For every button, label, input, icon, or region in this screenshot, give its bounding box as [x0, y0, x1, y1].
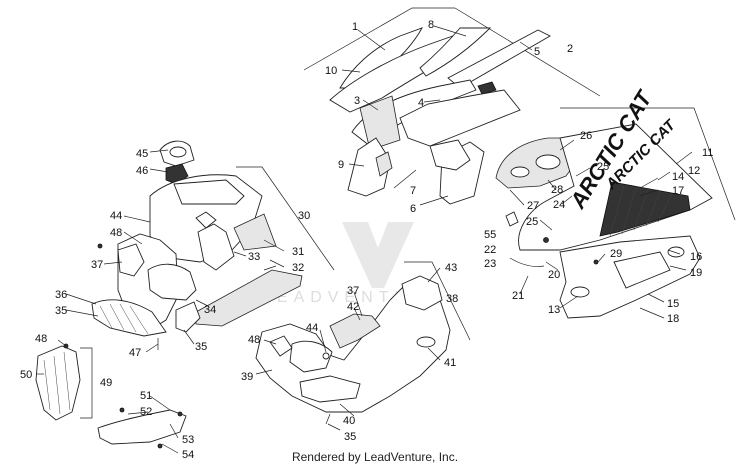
callout: 54 [182, 449, 194, 461]
callout: 21 [512, 290, 524, 302]
group-bracket-38 [404, 261, 471, 341]
callout: 30 [298, 210, 310, 222]
callout: 35 [344, 431, 356, 443]
callout: 34 [204, 304, 216, 316]
callout: 33 [248, 251, 260, 263]
callout: 43 [445, 262, 457, 274]
front-nose-assembly [65, 140, 303, 353]
callout: 23 [484, 258, 496, 270]
callout: 28 [551, 184, 563, 196]
callout: 51 [140, 390, 152, 402]
callout: 25 [597, 161, 609, 173]
callout: 40 [343, 415, 355, 427]
callout: 48 [35, 333, 47, 345]
callout: 37 [347, 285, 359, 297]
callout: 14 [672, 171, 684, 183]
callout: 13 [548, 304, 560, 316]
callout: 35 [55, 305, 67, 317]
callout: 11 [702, 147, 713, 159]
group-bracket-49 [80, 347, 93, 419]
callout: 7 [410, 185, 416, 197]
callout: 10 [325, 65, 337, 77]
group-bracket-11-12 [560, 107, 736, 221]
callout: 48 [110, 227, 122, 239]
group-bracket-30 [236, 166, 335, 271]
bellypan-assembly [255, 267, 451, 431]
callout: 25 [526, 216, 538, 228]
callout: 27 [527, 200, 539, 212]
callout: 49 [100, 377, 112, 389]
callout: 42 [347, 301, 359, 313]
callout: 39 [241, 371, 253, 383]
callout: 47 [129, 347, 141, 359]
callout: 38 [446, 293, 458, 305]
callout: 53 [182, 434, 194, 446]
callout: 37 [91, 259, 103, 271]
callout: 18 [667, 313, 679, 325]
callout: 12 [688, 165, 700, 177]
callout: 19 [690, 267, 702, 279]
callout: 36 [55, 289, 67, 301]
callout: 48 [248, 334, 260, 346]
callout: 35 [195, 341, 207, 353]
group-bracket-1-2 [303, 7, 601, 97]
callout: 22 [484, 244, 496, 256]
callout: 16 [690, 251, 702, 263]
callout: 52 [140, 406, 152, 418]
callout: 41 [444, 357, 456, 369]
callout: 46 [136, 165, 148, 177]
callout: 8 [428, 19, 434, 31]
callout: 50 [20, 369, 32, 381]
callout: 32 [292, 262, 304, 274]
callout: 3 [354, 95, 360, 107]
hood-assembly: ARCTIC CAT ARCTIC CAT [495, 85, 713, 319]
callout: 45 [136, 148, 148, 160]
lower-left-parts [35, 339, 187, 454]
callout: 24 [553, 199, 565, 211]
callout-labels: 1 2 3 4 5 6 7 8 9 10 11 12 13 14 15 16 1… [20, 19, 713, 461]
callout: 17 [672, 185, 684, 197]
callout: 6 [410, 203, 416, 215]
callout: 55 [484, 229, 496, 241]
footer-credit: Rendered by LeadVenture, Inc. [291, 450, 459, 464]
callout: 20 [548, 269, 560, 281]
callout: 5 [534, 46, 540, 58]
callout: 4 [418, 97, 424, 109]
callout: 26 [580, 130, 592, 142]
callout: 9 [338, 159, 344, 171]
callout: 44 [306, 322, 318, 334]
callout: 44 [110, 210, 122, 222]
watermark-logo [342, 222, 414, 288]
callout: 15 [667, 298, 679, 310]
callout: 31 [292, 246, 304, 258]
callout: 1 [352, 21, 358, 33]
upper-panel-assembly [329, 25, 551, 206]
callout: 29 [610, 248, 622, 260]
callout: 2 [567, 43, 573, 55]
